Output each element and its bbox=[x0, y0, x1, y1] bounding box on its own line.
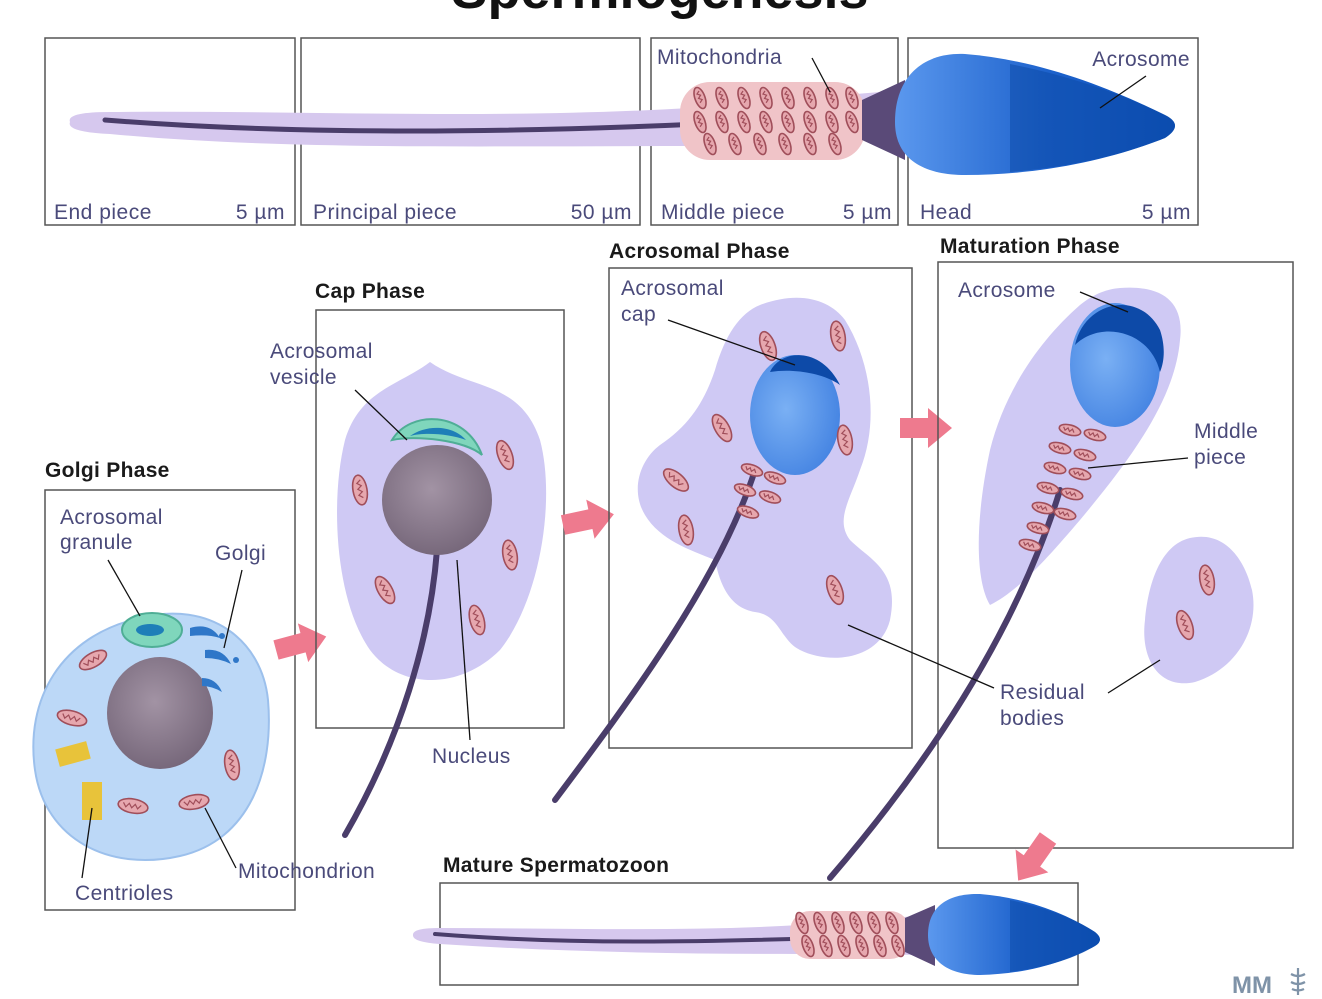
caduceus-icon bbox=[1290, 968, 1306, 995]
middle-piece-label: Middle piece bbox=[661, 201, 785, 224]
acrosomal-vesicle bbox=[389, 418, 483, 456]
golgi-phase-title: Golgi Phase bbox=[45, 459, 170, 482]
middle-piece-callout-1: Middle bbox=[1194, 420, 1258, 443]
cap-phase-title: Cap Phase bbox=[315, 280, 425, 303]
mm-logo: MM bbox=[1232, 972, 1272, 999]
golgi-apparatus bbox=[190, 626, 239, 692]
acrosomal-tail bbox=[552, 467, 758, 803]
maturation-acrosome-leader bbox=[1079, 291, 1129, 313]
acrosomal-cap-label-2: cap bbox=[621, 303, 656, 326]
centriole-2 bbox=[82, 782, 102, 820]
residual-bodies-label-2: bodies bbox=[1000, 707, 1064, 730]
top-mitochondrial-sheath bbox=[680, 82, 865, 160]
maturation-phase-panel: Maturation Phase Acrosome Middle piece bbox=[827, 235, 1294, 881]
centrioles-leader bbox=[81, 807, 93, 879]
acrosomal-granule-label-2: granule bbox=[60, 531, 133, 554]
head-label: Head bbox=[920, 201, 972, 224]
principal-piece-size: 50 µm bbox=[571, 201, 632, 224]
middle-piece-callout-2: piece bbox=[1194, 446, 1246, 469]
top-acrosome-region bbox=[1010, 64, 1175, 172]
diagram-title: Spermiogenesis bbox=[451, 0, 868, 20]
mature-spermatozoon-panel: Mature Spermatozoon bbox=[412, 854, 1100, 986]
acrosomal-vesicle-label-1: Acrosomal bbox=[270, 340, 373, 363]
cap-nucleus bbox=[382, 445, 492, 555]
top-strip: End piece 5 µm Principal piece 50 µm Mid… bbox=[44, 37, 1199, 226]
mature-acrosome-region bbox=[1010, 900, 1100, 972]
mature-spermatozoon-title: Mature Spermatozoon bbox=[443, 854, 669, 877]
end-piece-label: End piece bbox=[54, 201, 152, 224]
acrosomal-vesicle-core bbox=[410, 427, 466, 440]
acrosomal-phase-title: Acrosomal Phase bbox=[609, 240, 790, 263]
mitochondrion-label: Mitochondrion bbox=[238, 860, 375, 883]
acrosomal-cap-leader bbox=[667, 319, 796, 366]
acrosomal-phase-box bbox=[608, 267, 913, 749]
head-size: 5 µm bbox=[1142, 201, 1191, 224]
maturation-phase-title: Maturation Phase bbox=[940, 235, 1120, 258]
top-tail-sheath bbox=[69, 92, 880, 147]
mature-mitochondrial-sheath bbox=[790, 910, 910, 959]
mitochondria-leader bbox=[811, 57, 831, 93]
arrow-maturation-to-mature bbox=[1001, 826, 1065, 893]
mitochondrion-leader bbox=[204, 807, 237, 869]
top-tail-axoneme bbox=[102, 115, 883, 134]
acrosomal-granule-core bbox=[136, 624, 164, 636]
principal-piece-label: Principal piece bbox=[313, 201, 457, 224]
residual-bodies-leader-right bbox=[1107, 659, 1161, 694]
maturation-tail bbox=[827, 487, 1063, 881]
mitochondria-label: Mitochondria bbox=[657, 46, 782, 69]
middle-piece-leader bbox=[1087, 457, 1189, 469]
centrioles-label: Centrioles bbox=[75, 882, 174, 905]
golgi-leader bbox=[223, 569, 243, 649]
acrosomal-granule-label-1: Acrosomal bbox=[60, 506, 163, 529]
nucleus-label: Nucleus bbox=[432, 745, 511, 768]
golgi-phase-panel: Golgi Phase Acrosomal granule Golgi Cent… bbox=[32, 459, 375, 911]
residual-bodies-leader-left bbox=[847, 624, 995, 689]
acrosomal-vesicle-leader bbox=[354, 389, 408, 441]
acrosomal-phase-panel: Acrosomal Phase Acrosomal cap bbox=[552, 240, 913, 803]
middle-piece-size: 5 µm bbox=[843, 201, 892, 224]
top-acrosome-leader bbox=[1099, 75, 1147, 109]
cap-phase-panel: Cap Phase Acrosomal vesicle Nucleus bbox=[270, 280, 565, 838]
cap-tail bbox=[342, 547, 440, 838]
maturation-acrosome-label: Acrosome bbox=[958, 279, 1056, 302]
acrosomal-granule-leader bbox=[107, 559, 141, 617]
acrosomal-vesicle-label-2: vesicle bbox=[270, 366, 337, 389]
nucleus-leader bbox=[456, 559, 471, 741]
top-neck bbox=[862, 80, 905, 160]
acrosomal-nucleus bbox=[750, 355, 840, 475]
golgi-nucleus bbox=[107, 657, 213, 769]
top-acrosome-label: Acrosome bbox=[1092, 48, 1190, 71]
centriole-1 bbox=[55, 741, 91, 767]
residual-bodies-label-1: Residual bbox=[1000, 681, 1085, 704]
maturation-phase-box bbox=[937, 261, 1294, 849]
acrosomal-cap-label-1: Acrosomal bbox=[621, 277, 724, 300]
residual-body bbox=[1144, 536, 1254, 684]
golgi-label: Golgi bbox=[215, 542, 266, 565]
arrow-golgi-to-cap bbox=[270, 617, 332, 670]
arrow-acrosomal-to-maturation bbox=[900, 408, 952, 448]
mature-neck bbox=[905, 905, 935, 966]
end-piece-size: 5 µm bbox=[236, 201, 285, 224]
maturation-acrosome bbox=[1075, 304, 1164, 372]
